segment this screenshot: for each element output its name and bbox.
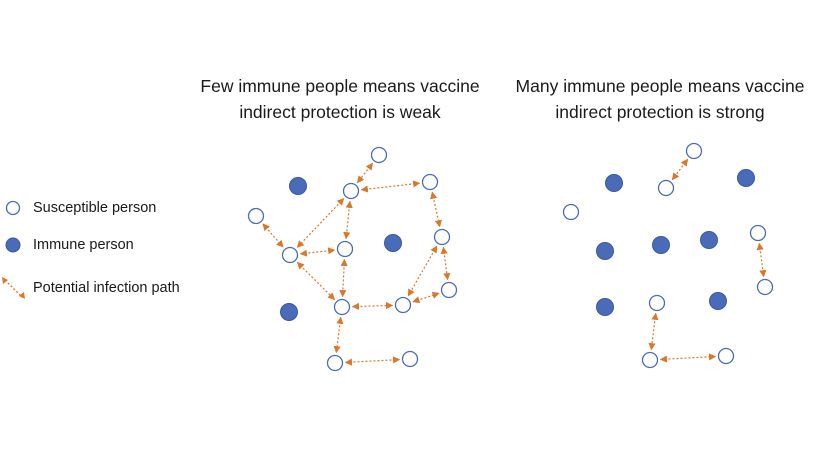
weak-susceptible-person xyxy=(440,281,458,299)
weak-infection-path xyxy=(360,180,421,193)
weak-infection-path xyxy=(412,291,440,304)
strong-protection-title: Many immune people means vaccine indirec… xyxy=(495,73,825,125)
weak-protection-title-line1: Few immune people means vaccine xyxy=(200,76,480,96)
strong-immune-person xyxy=(709,292,727,310)
weak-infection-path xyxy=(262,223,284,248)
weak-immune-person xyxy=(384,234,402,252)
weak-susceptible-person xyxy=(370,146,388,164)
strong-immune-person xyxy=(605,174,623,192)
strong-susceptible-person xyxy=(648,294,666,312)
strong-susceptible-person xyxy=(641,351,659,369)
weak-infection-path xyxy=(343,200,353,240)
weak-susceptible-person xyxy=(281,246,299,264)
weak-infection-path xyxy=(440,246,451,281)
weak-susceptible-person xyxy=(394,296,412,314)
weak-infection-path xyxy=(296,198,345,248)
weak-infection-path xyxy=(407,245,438,297)
strong-infection-path xyxy=(659,353,717,363)
strong-infection-path xyxy=(756,242,767,278)
weak-immune-person xyxy=(280,303,298,321)
weak-infection-path xyxy=(351,301,394,311)
strong-susceptible-person xyxy=(749,224,767,242)
weak-susceptible-person xyxy=(421,173,439,191)
strong-infection-path xyxy=(671,158,689,181)
weak-immune-person xyxy=(289,177,307,195)
weak-protection-title-line2: indirect protection is weak xyxy=(239,102,441,122)
weak-infection-path xyxy=(339,258,348,298)
weak-susceptible-person xyxy=(342,182,360,200)
infection-path-icon xyxy=(2,277,25,299)
susceptible-person-icon xyxy=(5,200,21,216)
strong-immune-person xyxy=(652,236,670,254)
weak-infection-path xyxy=(299,247,336,257)
weak-susceptible-person xyxy=(401,350,419,368)
immune-person-icon xyxy=(5,237,21,253)
weak-infection-path xyxy=(344,356,401,366)
strong-immune-person xyxy=(596,298,614,316)
weak-susceptible-person xyxy=(336,240,354,258)
weak-susceptible-person xyxy=(433,228,451,246)
weak-susceptible-person xyxy=(333,298,351,316)
strong-protection-title-line2: indirect protection is strong xyxy=(555,102,765,122)
strong-immune-person xyxy=(596,242,614,260)
legend-path-label: Potential infection path xyxy=(33,280,180,296)
weak-susceptible-person xyxy=(326,354,344,372)
weak-susceptible-person xyxy=(247,207,265,225)
strong-susceptible-person xyxy=(717,347,735,365)
strong-infection-path xyxy=(648,312,659,351)
strong-susceptible-person xyxy=(657,179,675,197)
weak-infection-path xyxy=(430,191,442,228)
strong-immune-person xyxy=(700,231,718,249)
weak-infection-path xyxy=(356,162,374,184)
weak-protection-title: Few immune people means vaccine indirect… xyxy=(170,73,510,125)
legend-immune-label: Immune person xyxy=(33,237,134,253)
strong-immune-person xyxy=(737,169,755,187)
strong-protection-network xyxy=(562,142,774,369)
weak-infection-path xyxy=(333,316,344,354)
strong-susceptible-person xyxy=(685,142,703,160)
strong-protection-title-line1: Many immune people means vaccine xyxy=(515,76,805,96)
strong-susceptible-person xyxy=(562,203,580,221)
weak-protection-network xyxy=(247,146,458,372)
weak-infection-path xyxy=(296,261,336,301)
strong-susceptible-person xyxy=(756,278,774,296)
legend-susceptible-label: Susceptible person xyxy=(33,200,157,216)
